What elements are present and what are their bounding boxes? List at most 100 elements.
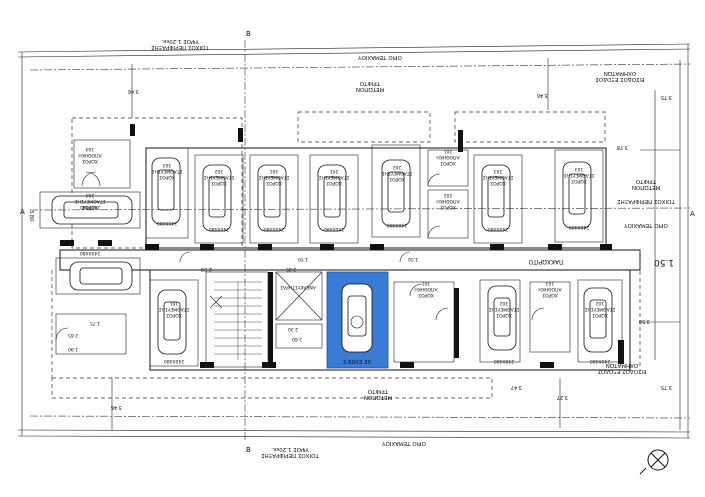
space-label-203-0: ΧΩΡΟΣ: [490, 180, 506, 186]
setback-top-label-2: ΤΡΙΦΤΟ: [359, 80, 381, 86]
door-swings: [55, 171, 545, 341]
space-label-101-1: ΣΤΑΘΜΕΥΣΗΣ: [158, 306, 189, 312]
svg-text:1.50: 1.50: [408, 256, 418, 262]
space-label-302-1: ΣΤΑΘΜΕΥΣΗΣ: [203, 174, 234, 180]
space-label-301-1: ΣΤΑΘΜΕΥΣΗΣ: [258, 174, 289, 180]
rotated-labels: ΟΡΙΟ ΤΕΜΑΧΙΟΥ ΤΟΙΧΟΣ ΠΕΡΙΦΡΑΞΗΣ ΥΨΟΣ 1.2…: [151, 38, 676, 458]
svg-text:3.50: 3.50: [639, 318, 650, 324]
top-parking-row: [39, 139, 604, 244]
entrance-top-label-1: ΕΙΣΟΔΟΣ ΕΞΟΔΟΣ: [595, 76, 645, 82]
space-label-103-1: ΣΤΑΘΜΕΥΣΗΣ: [563, 172, 594, 178]
space-label-202-0: ΧΩΡΟΣ: [389, 176, 405, 182]
wall-bottom-label-1: ΤΟΙΧΟΣ ΠΕΡΙΦΡΑΞΗΣ: [261, 452, 320, 458]
section-lines: B B A A: [20, 30, 695, 454]
accessible-icon: [350, 315, 364, 329]
right-wall-label: ΤΟΙΧΟΣ ΠΕΡΙΦΡΑΞΗΣ: [617, 198, 676, 204]
right-front-label-2: ΤΡΙΦΤΟ: [635, 178, 657, 184]
space-label-201-2: 201: [330, 168, 339, 174]
space-dim-204: 240X480: [80, 250, 100, 256]
section-a-right: A: [690, 210, 695, 218]
svg-text:1.75: 1.75: [90, 320, 100, 326]
space-label-201-1: ΣΤΑΘΜΕΥΣΗΣ: [318, 174, 349, 180]
space-dim-303: 240X480: [157, 220, 177, 226]
svg-text:3.75: 3.75: [661, 384, 672, 390]
space-labels: ΧΩΡΟΣΑΠΟΘΗΚΗ104240X480ΧΩΡΟΣΣΤΑΘΜΕΥΣΗΣ303…: [74, 146, 615, 364]
north-arrow-icon: [639, 449, 669, 475]
setback-bottom-label-2: ΤΡΙΦΤΟ: [367, 388, 389, 394]
space-dim-302: 240X480: [209, 226, 229, 232]
space-label-104-1: ΑΠΟΘΗΚΗ: [78, 152, 101, 158]
svg-text:2.30: 2.30: [288, 326, 298, 332]
space-dim-201: 240X480: [324, 226, 344, 232]
svg-text:3.27: 3.27: [557, 394, 568, 400]
setback-bottom-label-1: ΜΕΤΩΠΟΝ: [364, 394, 392, 400]
space-dim-203: 240X480: [488, 226, 508, 232]
space-label-102-2: 102: [596, 300, 605, 306]
space-dim-103: 240X480: [569, 224, 589, 230]
space-label-301b-0: ΧΩΡΟΣ: [418, 292, 434, 298]
space-label-201b-1: ΑΠΟΘΗΚΗ: [436, 154, 459, 160]
space-label-201b-0: ΧΩΡΟΣ: [440, 160, 456, 166]
space-label-301b-1: ΑΠΟΘΗΚΗ: [414, 286, 437, 292]
space-label-301-2: 301: [270, 168, 279, 174]
space-label-201b-2: 201: [444, 148, 453, 154]
space-label-103b-0: ΧΩΡΟΣ: [542, 292, 558, 298]
entrance-top-label-2: ΟΧΗΜΑΤΩΝ: [604, 70, 636, 76]
section-b-bottom: B: [246, 446, 251, 454]
svg-text:2.50: 2.50: [201, 266, 212, 272]
scale-mark: 1.50: [654, 257, 674, 267]
wall-top-label-1: ΤΟΙΧΟΣ ΠΕΡΙΦΡΑΞΗΣ: [151, 44, 210, 50]
space-label-101-0: ΧΩΡΟΣ: [166, 312, 182, 318]
highlight-dimension: 3.60X3.30: [343, 360, 372, 366]
space-label-303-2: 303: [163, 162, 172, 168]
svg-text:3.80: 3.80: [28, 210, 34, 221]
space-label-203-2: 203: [494, 168, 503, 174]
space-label-103b-1: ΑΠΟΘΗΚΗ: [538, 286, 561, 292]
space-label-202-2: 202: [393, 164, 402, 170]
entrance-bottom-label-1: ΕΙΣΟΔΟΣ ΕΞΟΔΟΣ: [597, 368, 647, 374]
boundary-top-label: ΟΡΙΟ ΤΕΜΑΧΙΟΥ: [357, 54, 401, 60]
right-front-label-1: ΜΕΤΩΠΟΝ: [632, 184, 660, 190]
space-label-303-1: ΣΤΑΘΜΕΥΣΗΣ: [151, 168, 182, 174]
space-dim-202: 240X480: [387, 222, 407, 228]
space-label-203-1: ΣΤΑΘΜΕΥΣΗΣ: [482, 174, 513, 180]
space-label-104-2: 104: [86, 146, 95, 152]
space-label-101-2: 101: [170, 300, 179, 306]
svg-text:3.46: 3.46: [537, 92, 548, 98]
entrance-bottom-label-2: ΟΧΗΜΑΤΩΝ: [606, 362, 638, 368]
space-dim-104: 240X480: [80, 204, 100, 210]
wall-top-label-2: ΥΨΟΣ 1.20εκ.: [161, 38, 200, 44]
svg-text:3.47: 3.47: [511, 384, 522, 390]
space-label-103-0: ΧΩΡΟΣ: [571, 178, 587, 184]
space-dim-102: 240X480: [590, 358, 610, 364]
elevator-label: ΑΝΕΛΚΥΣΤΗΡΑΣ: [280, 284, 316, 290]
svg-text:3.46: 3.46: [128, 88, 139, 94]
boundary-bottom-label: ΟΡΙΟ ΤΕΜΑΧΙΟΥ: [381, 440, 425, 446]
space-label-204-2: 204: [86, 192, 95, 198]
svg-text:1.50: 1.50: [298, 256, 308, 262]
wall-fragments: [60, 124, 624, 368]
space-label-204-0: ΧΩΡΟΣ: [82, 204, 98, 210]
space-label-302-0: ΧΩΡΟΣ: [211, 180, 227, 186]
space-label-302b-1: ΣΤΑΘΜΕΥΣΗΣ: [488, 306, 519, 312]
space-label-301b-2: 301: [422, 280, 431, 286]
svg-text:3.75: 3.75: [661, 94, 672, 100]
elevator-shaft: [209, 271, 323, 321]
space-label-302b-2: 302: [500, 300, 509, 306]
space-dim-302b: 240X480: [494, 358, 514, 364]
staircase: [214, 281, 262, 360]
space-label-302-2: 302: [215, 168, 224, 174]
svg-text:3.46: 3.46: [111, 404, 122, 410]
section-a-left: A: [20, 208, 25, 216]
setback-top-label-1: ΜΕΤΩΠΟΝ: [356, 86, 384, 92]
space-label-104-0: ΧΩΡΟΣ: [82, 158, 98, 164]
space-label-201-0: ΧΩΡΟΣ: [326, 180, 342, 186]
dimension-lines: [111, 58, 680, 430]
highlighted-parking-space[interactable]: 3.60X3.30: [326, 271, 389, 369]
space-label-303-0: ΧΩΡΟΣ: [159, 174, 175, 180]
space-label-202-1: ΣΤΑΘΜΕΥΣΗΣ: [381, 170, 412, 176]
perimeter-lines: [17, 43, 691, 439]
svg-text:2.85: 2.85: [286, 266, 296, 272]
space-label-301-0: ΧΩΡΟΣ: [266, 180, 282, 186]
